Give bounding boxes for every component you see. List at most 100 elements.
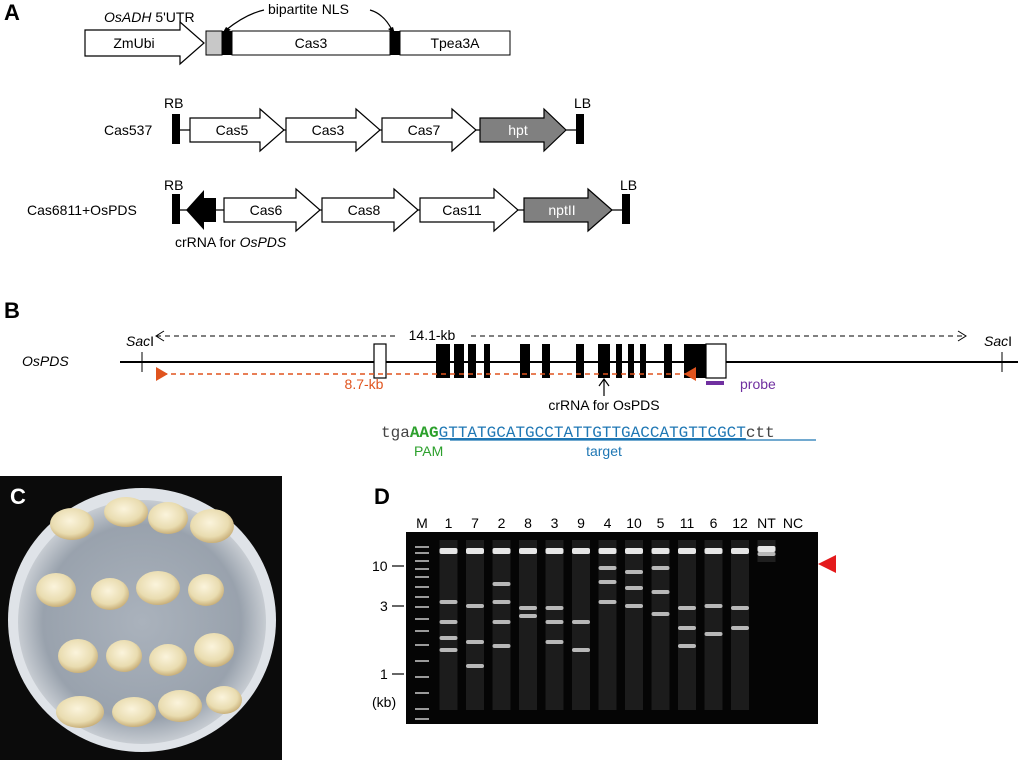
nls-box-left (222, 31, 232, 55)
gel-band (466, 604, 484, 608)
gel-band (651, 590, 670, 594)
crrna-ospds-b-label: crRNA for OsPDS (548, 397, 659, 413)
lane-label-10: 10 (626, 515, 642, 531)
cas3-537-label: Cas3 (312, 122, 345, 138)
marker-band (415, 676, 429, 678)
marker-band (415, 606, 429, 608)
exon (436, 344, 450, 378)
lane-smear (704, 540, 723, 710)
lane-label-nt: NT (757, 515, 776, 531)
marker-tick-10: 10 (372, 558, 388, 574)
callus (136, 571, 180, 605)
gel-band (545, 606, 564, 610)
crrna-ospds-label: crRNA for OsPDS (175, 234, 287, 250)
cas6-arrow (223, 187, 321, 233)
gel-band (492, 644, 511, 648)
panel-letter-d: D (374, 484, 390, 509)
callus (58, 639, 98, 673)
saci-right-suffix: I (1008, 333, 1012, 349)
lane-label-3: 3 (551, 515, 559, 531)
marker-tick-1: 1 (380, 666, 388, 682)
seq-prefix: tga (381, 424, 410, 442)
lane-smear (651, 540, 670, 710)
cas537-label: Cas537 (104, 122, 152, 138)
gel-image (406, 532, 818, 724)
marker-band (415, 692, 429, 694)
exon (454, 344, 464, 378)
utr-label-italic: OsADH (104, 9, 152, 25)
lane-smear (572, 540, 590, 710)
fragment-8kb-label: 8.7-kb (345, 376, 384, 392)
cas3-label: Cas3 (295, 35, 328, 51)
lane-label-nc: NC (783, 515, 803, 531)
lane-label-11: 11 (680, 515, 695, 531)
gel-band (598, 600, 617, 604)
gel-band (492, 548, 511, 554)
marker-band (415, 586, 429, 588)
crrna-gene: OsPDS (240, 234, 287, 250)
gel-band (545, 620, 564, 624)
gel-band (492, 582, 511, 586)
gel-band (466, 640, 484, 644)
callus (206, 686, 242, 714)
gel-band (466, 664, 484, 668)
lane-smear (519, 540, 537, 710)
exon (576, 344, 584, 378)
marker-tick-3: 3 (380, 598, 388, 614)
cas3-arrow-537 (285, 107, 381, 153)
gel-band (572, 548, 590, 554)
lane-label-2: 2 (498, 515, 506, 531)
gel-band (466, 548, 484, 554)
crrna-prefix: crRNA for (175, 234, 240, 250)
cas11-label: Cas11 (442, 202, 482, 218)
cas537-rb-border (172, 114, 180, 144)
marker-band (415, 708, 429, 710)
marker-band (415, 576, 429, 578)
pam-label: PAM (414, 443, 443, 459)
cas6-label: Cas6 (250, 202, 283, 218)
cas537-rb-label: RB (164, 95, 183, 111)
fragment-14kb-arrow-right (957, 330, 967, 342)
marker-unit: (kb) (372, 694, 396, 710)
callus (104, 497, 148, 527)
marker-band (415, 552, 429, 554)
panel-letter-c: C (10, 484, 26, 509)
target-label: target (586, 443, 622, 459)
callus (36, 573, 76, 607)
crrna-target-arrowhead (598, 377, 610, 387)
gel-band (598, 566, 617, 570)
fragment-14kb-label-bg (397, 326, 467, 344)
lane-label-1: 1 (445, 515, 453, 531)
gel-band (704, 604, 723, 608)
cas11-arrow (419, 187, 519, 233)
gel-band (439, 620, 458, 624)
callus (106, 640, 142, 672)
exon (616, 344, 622, 378)
lane-label-4: 4 (604, 515, 612, 531)
seq-suffix: ctt (746, 424, 775, 442)
lane-label-8: 8 (524, 515, 532, 531)
callus (190, 509, 234, 543)
marker-band (415, 596, 429, 598)
saci-left-suffix: I (150, 333, 154, 349)
cassette-cas3: ZmUbi Cas3 Tpea3A (84, 20, 511, 66)
probe-label: probe (740, 376, 776, 392)
gel-band (651, 548, 670, 554)
hpt-label: hpt (508, 122, 528, 138)
gel-band (439, 648, 458, 652)
utr-label-rest: 5'UTR (151, 9, 194, 25)
lane-smear (545, 540, 564, 710)
seq-target: GTTATGCATGCCTATTGTTGACCATGTTCGCT (439, 424, 746, 442)
gel-band (598, 548, 617, 554)
ospds-exons (373, 343, 727, 379)
cas6811-lb-border (622, 194, 630, 224)
lane-smear (466, 540, 484, 710)
utr-box (205, 30, 223, 56)
calli (36, 497, 242, 728)
ospds-gene-label: OsPDS (22, 353, 69, 369)
exon (542, 344, 550, 378)
gel-band (704, 548, 723, 554)
cas7-arrow (381, 107, 477, 153)
